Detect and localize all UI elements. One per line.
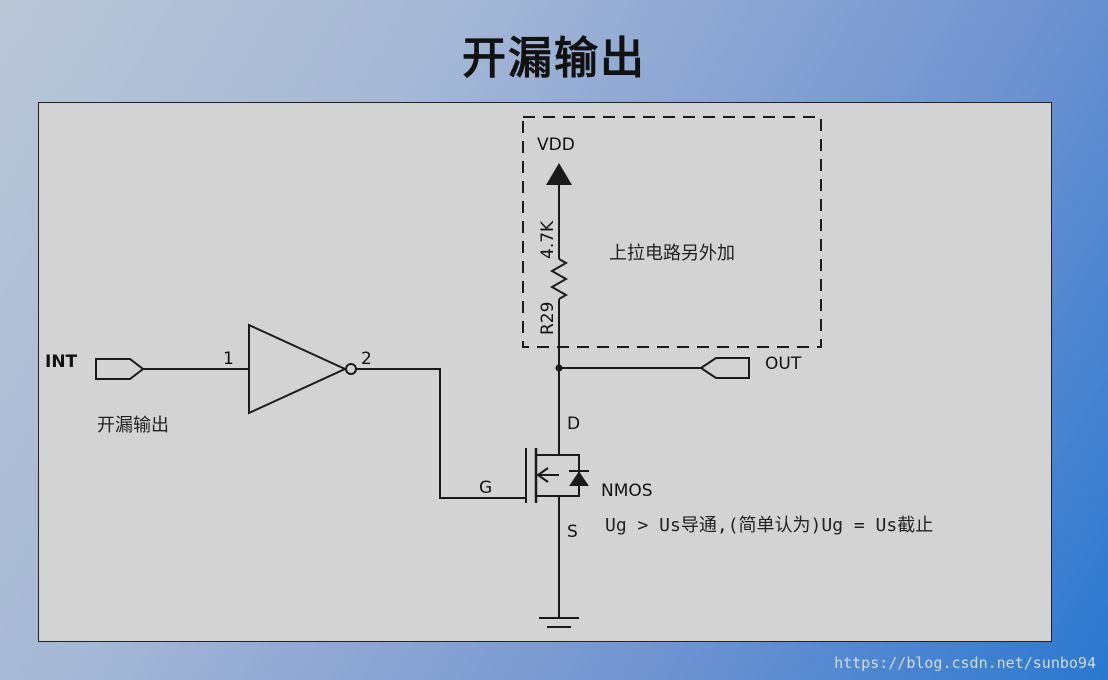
watermark-text: https://blog.csdn.net/sunbo94 (834, 654, 1096, 672)
mosfet-source-lead (536, 495, 560, 503)
int-label: INT (45, 352, 78, 372)
inverter-bubble (345, 363, 357, 375)
open-drain-label: 开漏输出 (97, 415, 169, 436)
pin2-label: 2 (361, 349, 372, 369)
mosfet-drain-lead (536, 433, 560, 456)
mosfet-arrow (536, 467, 549, 483)
vdd-arrow-symbol (546, 163, 572, 185)
junction-dot (555, 364, 563, 372)
diode-loop (559, 454, 580, 497)
body-diode-symbol (569, 471, 589, 486)
resistor-value-label: 4.7K (538, 220, 558, 259)
int-port-symbol (95, 358, 145, 380)
pullup-note: 上拉电路另外加 (609, 243, 735, 264)
resistor-ref-label: R29 (538, 302, 558, 335)
vdd-label: VDD (537, 135, 575, 155)
out-port-symbol (699, 357, 750, 379)
pullup-dashed-box (522, 116, 822, 348)
wire-inverter-to-gate (356, 368, 526, 499)
schematic-panel: INT 1 2 VDD 4.7K R29 上拉电路另外加 OUT 开漏输出 D … (38, 102, 1052, 642)
condition-note: Ug > Us导通,(简单认为)Ug = Us截止 (605, 515, 933, 536)
nmos-label: NMOS (601, 481, 653, 501)
resistor-symbol (549, 258, 569, 300)
out-label: OUT (765, 354, 802, 374)
pin1-label: 1 (223, 349, 234, 369)
drain-label: D (567, 414, 580, 434)
page-title: 开漏输出 (462, 33, 646, 84)
inverter-symbol (248, 323, 348, 415)
gate-label: G (479, 478, 492, 498)
source-label: S (567, 522, 578, 542)
